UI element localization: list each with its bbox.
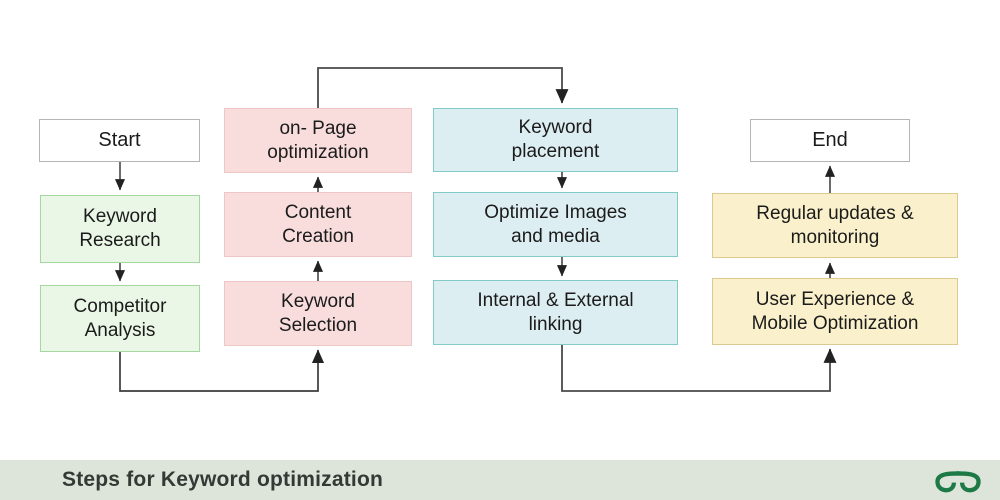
node-keyword-placement: Keyword placement <box>433 108 678 172</box>
node-label: Keyword Research <box>79 206 161 251</box>
node-label: Regular updates & monitoring <box>756 202 914 248</box>
node-keyword-research: Keyword Research <box>40 195 200 263</box>
node-optimize-images: Optimize Images and media <box>433 192 678 257</box>
node-label: User Experience & Mobile Optimization <box>751 288 919 334</box>
node-label: Internal & External linking <box>477 289 634 335</box>
node-label: Start <box>98 128 141 151</box>
footer-title: Steps for Keyword optimization <box>62 468 384 491</box>
node-keyword-selection: Keyword Selection <box>224 281 412 346</box>
node-label: Keyword Selection <box>278 290 358 336</box>
footer-bar: Steps for Keyword optimization <box>0 460 1000 500</box>
node-user-experience: User Experience & Mobile Optimization <box>712 278 958 345</box>
node-regular-updates: Regular updates & monitoring <box>712 193 958 258</box>
node-label: End <box>812 128 848 151</box>
node-internal-external-linking: Internal & External linking <box>433 280 678 345</box>
node-start: Start <box>39 119 200 162</box>
node-label: Content Creation <box>282 201 354 247</box>
connector-competitor-analysis-to-keyword-selection <box>119 349 325 392</box>
node-competitor-analysis: Competitor Analysis <box>40 285 200 352</box>
node-label: Optimize Images and media <box>484 201 627 247</box>
node-label: on- Page optimization <box>267 117 369 163</box>
node-on-page-optimization: on- Page optimization <box>224 108 412 173</box>
node-label: Keyword placement <box>511 117 600 162</box>
connector-internal-external-to-user-experience <box>561 345 837 392</box>
connector-on-page-to-keyword-placement <box>317 67 569 108</box>
node-end: End <box>750 119 910 162</box>
node-label: Competitor Analysis <box>73 295 167 341</box>
node-content-creation: Content Creation <box>224 192 412 257</box>
geeksforgeeks-logo <box>935 471 981 493</box>
